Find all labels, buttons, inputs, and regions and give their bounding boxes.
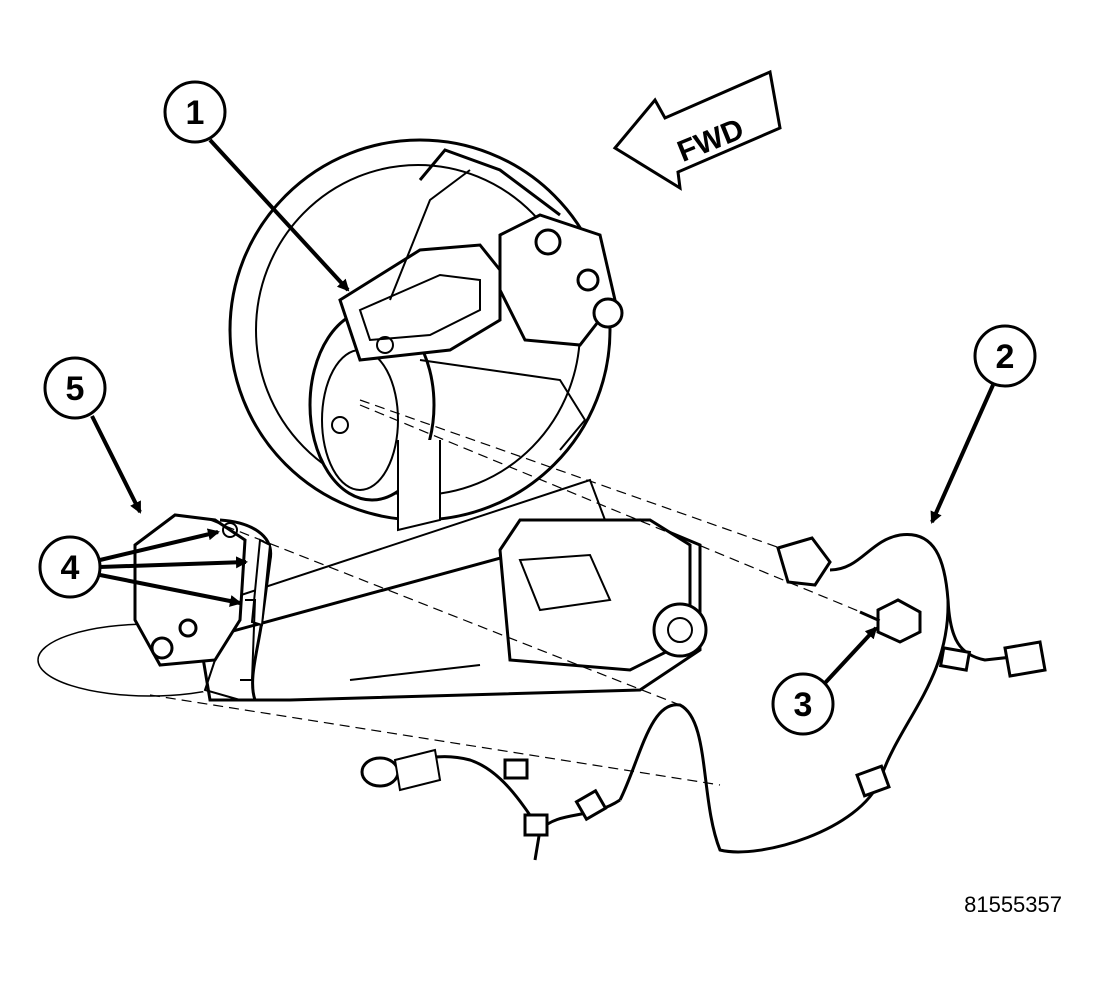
harness-connector-body (393, 748, 442, 792)
brake-lines (219, 518, 273, 701)
harness-alignment-line (209, 519, 681, 706)
caliper-bracket (338, 243, 502, 362)
callout-circle (973, 324, 1037, 388)
callout-number: 3 (794, 686, 813, 724)
brake-line-c (240, 599, 257, 681)
harness-connector-right (1003, 640, 1047, 678)
callout-circle (771, 672, 835, 736)
harness-clip (523, 813, 549, 837)
sensor-cable-upper (829, 532, 1031, 662)
callout-circle (43, 356, 107, 420)
bolt-head (876, 598, 922, 644)
hub-stud (331, 416, 349, 434)
callout-leader (99, 528, 220, 562)
harness-clip (855, 764, 891, 798)
pinion-flange (652, 602, 708, 658)
tube-phantom-line (149, 694, 721, 786)
forward-direction-indicator: FWD (612, 69, 782, 191)
fwd-arrow-icon (612, 69, 782, 191)
callout-1: 1 (163, 80, 350, 292)
sensor-mount-hole (222, 522, 238, 538)
callout-leader (208, 138, 350, 292)
backing-plate-bolt (178, 618, 198, 638)
bolt-alignment-line (359, 404, 881, 621)
differential-cover-recess (518, 553, 612, 612)
callout-number: 1 (186, 94, 205, 132)
knuckle-rib (389, 169, 471, 301)
harness-clip (938, 646, 972, 672)
axle-rib (349, 664, 481, 681)
backing-plate-bolt (150, 636, 174, 660)
brake-backing-plate (133, 513, 247, 667)
knuckle-arm-upper (418, 148, 561, 217)
callout-5: 5 (43, 356, 142, 514)
alignment-lines (149, 399, 881, 786)
hub-stud (376, 336, 394, 354)
callout-circle (163, 80, 227, 144)
caliper-detail (358, 273, 481, 342)
wheel-speed-sensor (776, 536, 832, 587)
harness-clip (574, 788, 608, 822)
callout-4: 4 (38, 528, 248, 607)
callout-leader (823, 626, 878, 685)
axle-housing (37, 478, 708, 702)
callout-2: 2 (930, 324, 1037, 524)
sensor-cable-lower (618, 599, 950, 854)
sensor-mounting-bolt (859, 598, 922, 644)
callout-leader (90, 415, 142, 514)
caliper-bolt (592, 297, 624, 329)
axle-seam (203, 659, 241, 701)
callout-leader (99, 573, 242, 607)
bleeder-screw (534, 228, 562, 256)
knuckle-leg (397, 440, 441, 532)
figure-number: 81555357 (964, 892, 1062, 917)
brake-rotor-assembly (228, 138, 624, 532)
wheel-speed-sensor-harness (360, 532, 1047, 861)
callout-3: 3 (771, 626, 878, 736)
callout-number: 5 (66, 370, 85, 408)
knuckle-arm-lower (419, 359, 587, 451)
callout-leader (930, 384, 995, 524)
harness-connector-left (360, 756, 400, 788)
pinion-nut (667, 617, 693, 643)
brake-hose-b (250, 538, 272, 627)
callout-number: 2 (996, 338, 1015, 376)
harness-clip (503, 758, 529, 780)
backing-plate (133, 513, 247, 667)
caliper-boss (576, 268, 600, 292)
callout-number: 4 (61, 549, 80, 587)
callout-leader (99, 556, 248, 569)
sensor-alignment-line (359, 399, 781, 549)
